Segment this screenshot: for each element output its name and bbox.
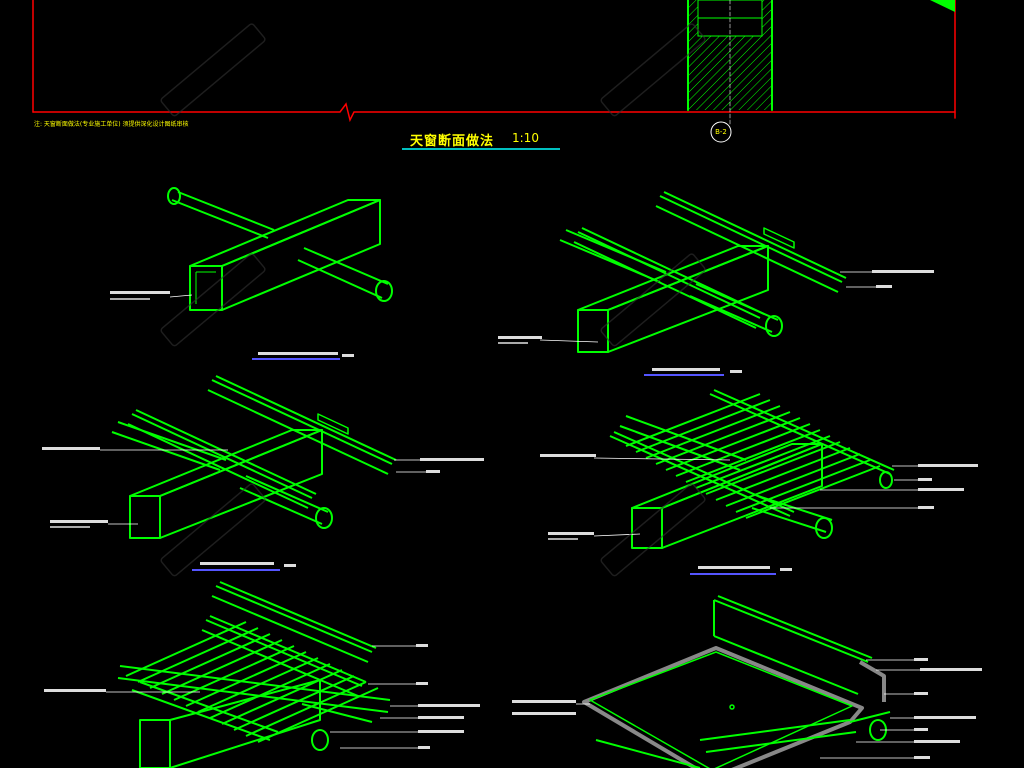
detail-2-leaders (498, 270, 934, 376)
detail-4-leaders (540, 454, 978, 575)
drawing-scale: 1:10 (512, 131, 539, 145)
section-elevation (32, 0, 956, 143)
detail-6-leaders (512, 658, 982, 759)
axis-tag: B-2 (715, 128, 727, 136)
detail-3-leaders (42, 447, 484, 571)
drawing-note: 注: 天窗断面做法(专业施工单位) 须提供深化设计图纸审核 (34, 121, 189, 128)
detail-4 (609, 389, 895, 549)
detail-5-leaders (44, 644, 480, 749)
watermark-logo-icon (160, 23, 706, 577)
detail-1 (167, 187, 393, 311)
detail-3 (111, 375, 397, 539)
detail-5 (117, 581, 391, 768)
drawing-title: 天窗断面做法 (410, 134, 495, 149)
detail-2 (559, 191, 847, 353)
detail-1-leaders (110, 291, 354, 360)
detail-6 (582, 595, 891, 768)
